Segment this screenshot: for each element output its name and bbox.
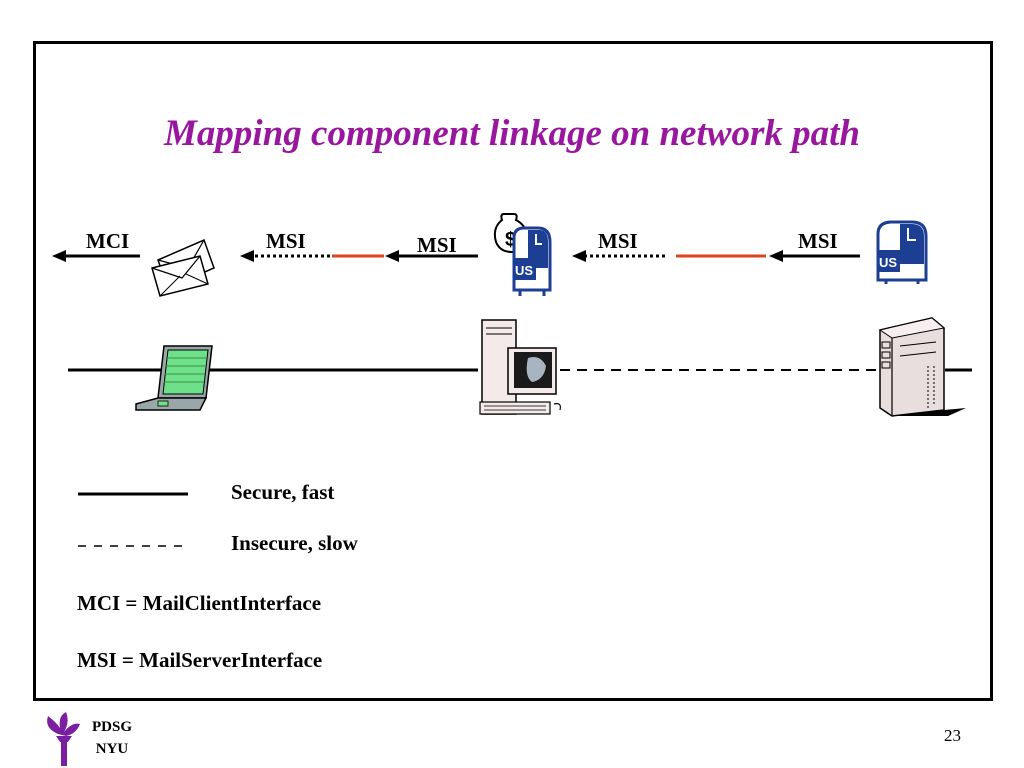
msi-label-1: MSI bbox=[266, 229, 306, 253]
msi-solid-arrow-middle bbox=[385, 250, 478, 262]
footer-logo-line1: PDSG bbox=[92, 719, 133, 735]
msi-solid-arrow-right bbox=[769, 250, 860, 262]
svg-text:US: US bbox=[879, 255, 897, 270]
slide-frame bbox=[33, 41, 993, 701]
msi-dotted-arrow-right bbox=[572, 250, 665, 262]
footer-logo-line2: NYU bbox=[95, 741, 129, 757]
msi-label-4: MSI bbox=[798, 229, 838, 253]
laptop-icon bbox=[135, 345, 213, 411]
msi-definition: MSI = MailServerInterface bbox=[77, 648, 323, 672]
slide-title: Mapping component linkage on network pat… bbox=[164, 113, 860, 154]
envelopes-icon bbox=[151, 238, 215, 297]
mailbox-icon: US bbox=[876, 220, 928, 284]
footer-logo-text: PDSG NYU bbox=[92, 716, 132, 760]
msi-label-2: MSI bbox=[417, 233, 457, 257]
msi-label-3: MSI bbox=[598, 229, 638, 253]
svg-text:US: US bbox=[515, 263, 533, 278]
legend-insecure-label: Insecure, slow bbox=[231, 531, 358, 555]
msi-dotted-arrow-left bbox=[240, 250, 330, 262]
mci-label: MCI bbox=[86, 229, 130, 253]
svg-text:$: $ bbox=[505, 229, 516, 251]
server-tower-icon bbox=[878, 317, 966, 417]
desktop-computer-icon bbox=[479, 319, 561, 415]
legend-secure-label: Secure, fast bbox=[231, 480, 335, 504]
page-number: 23 bbox=[944, 726, 961, 745]
nyu-torch-logo bbox=[47, 712, 80, 766]
mailbox-money-icon: $ US bbox=[493, 213, 552, 296]
mci-arrow bbox=[52, 250, 140, 262]
mci-definition: MCI = MailClientInterface bbox=[77, 591, 322, 615]
